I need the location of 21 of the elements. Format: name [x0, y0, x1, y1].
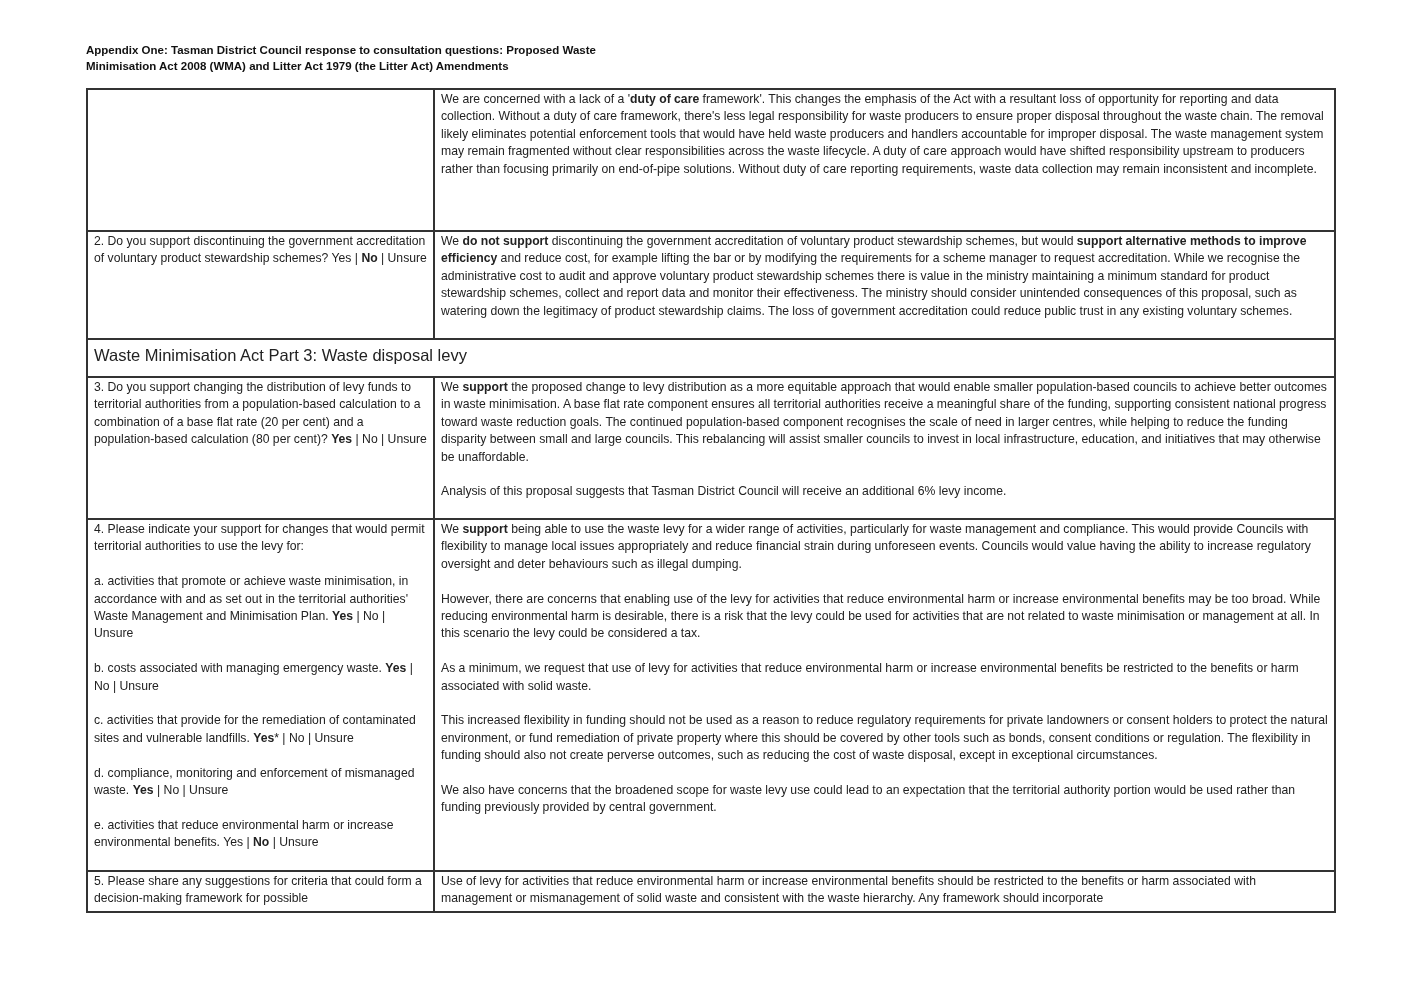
response-text: We support being able to use the waste levy for a wider range of activities, particularly for waste management and compliance. This would provide Councils with flexibility to manage local issues appropriately and reduce financial strain during unforeseen events. Councils would value having the ability to increase regulatory oversight and deter behaviours such as illegal dumping. [441, 521, 1312, 573]
question-text: c. activities that provide for the remediation of contaminated sites and vulnerable landfills. Yes* | No | Unsure [94, 712, 417, 747]
question-text: d. compliance, monitoring and enforcement of mismanaged waste. Yes | No | Unsure [94, 764, 416, 800]
question-text: a. activities that promote or achieve waste minimisation, in accordance with and as set out in the territorial authorities' Waste Management and Minimisation Plan. Yes | No | Unsure [94, 573, 410, 643]
question-text: 5. Please share any suggestions for criteria that could form a decision-making framework for possible [94, 873, 423, 908]
section-heading: Waste Minimisation Act Part 3: Waste disposal levy [94, 345, 468, 366]
question-text: b. costs associated with managing emergency waste. Yes | No | Unsure [94, 660, 414, 695]
response-text: As a minimum, we request that use of levy for activities that reduce environmental harm or increase environmental benefits be restricted to the benefits or harm associated with solid waste. [441, 660, 1300, 695]
response-text: We support the proposed change to levy distribution as a more equitable approach that would enable smaller population-based councils to achieve better outcomes in waste minimisation. A base flat rate component ensures all territorial authorities receive a meaningful share of the funding, supporting consistent national progress toward waste reduction goals. The continued population-based component recognises the scale of need in larger centres, while helping to reduce the funding disparity between small and large councils. This rebalancing will assist smaller councils to invest in local infrastructure, education, and initiatives that may otherwise be unaffordable. [441, 379, 1328, 466]
response-text: However, there are concerns that enabling use of the levy for activities that reduce environmental harm or increase environmental benefits may be too broad. While reducing environmental harm is desirable, there is a risk that the levy could be used for activities that are not related to waste minimisation or management at all. In this scenario the levy could be considered a tax. [441, 590, 1322, 643]
response-text: Use of levy for activities that reduce environmental harm or increase environmental benefits should be restricted to the benefits or harm associated with management or mismanagement of solid waste and consistent with the waste hierarchy. Any framework should incorporate [441, 873, 1257, 908]
response-text: We are concerned with a lack of a 'duty of care framework'. This changes the emphasis of the Act with a resultant loss of opportunity for reporting and data collection. Without a duty of care framework, there's less legal responsibility for waste producers to ensure proper disposal throughout the waste chain. The removal likely eliminates potential enforcement tools that would have held waste producers and handlers accountable for improper disposal. The waste management system may remain fragmented without clear responsibilities across the waste lifecycle. A duty of care approach would have shifted responsibility upstream to producers rather than focusing primarily on end-of-pipe solutions. Without duty of care reporting requirements, waste data collection may remain inconsistent and incomplete. [441, 91, 1325, 178]
response-text: We also have concerns that the broadened scope for waste levy use could lead to an expectation that the territorial authority portion would be used rather than funding previously provided by central government. [441, 782, 1297, 817]
document-title: Appendix One: Tasman District Council response to consultation questions: Proposed Waste Minimisation Act 2008 (WMA) and Litter Act 1979 (the Litter Act) Amendments [86, 43, 597, 74]
response-text: Analysis of this proposal suggests that Tasman District Council will receive an additional 6% levy income. [441, 483, 1008, 501]
question-text: 4. Please indicate your support for changes that would permit territorial authorities to use the levy for: [94, 521, 426, 556]
response-text: We do not support discontinuing the government accreditation of voluntary product stewardship schemes, but would support alternative methods to improve efficiency and reduce cost, for example lifting the bar or by modifying the requirements for a scheme manager to request accreditation. While we recognise the administrative cost to audit and approve voluntary product stewardship schemes there is value in the ministry maintaining a minimum standard for product stewardship schemes, collect and report data and monitor their effectiveness. The ministry should consider unintended consequences of this proposal, such as watering down the legitimacy of product stewardship claims. The loss of government accreditation could reduce public trust in any existing voluntary schemes. [441, 233, 1308, 320]
response-text: This increased flexibility in funding should not be used as a reason to reduce regulatory requirements for private landowners or consent holders to protect the natural environment, or fund remediation of private property where this should be covered by other tools such as bonds, consent conditions or regulation. The flexibility in funding should also not create perverse outcomes, such as reducing the cost of waste disposal, except in exceptional circumstances. [441, 712, 1328, 765]
question-text: e. activities that reduce environmental harm or increase environmental benefits. Yes | No | Unsure [94, 816, 395, 852]
question-text: 3. Do you support changing the distribution of levy funds to territorial authorities from a population-based calculation to a combination of a base flat rate (20 per cent) and a population-based calculation (80 per cent)? Yes | No | Unsure [94, 379, 427, 449]
question-text: 2. Do you support discontinuing the government accreditation of voluntary product stewardship schemes? Yes | No | Unsure [94, 233, 427, 268]
